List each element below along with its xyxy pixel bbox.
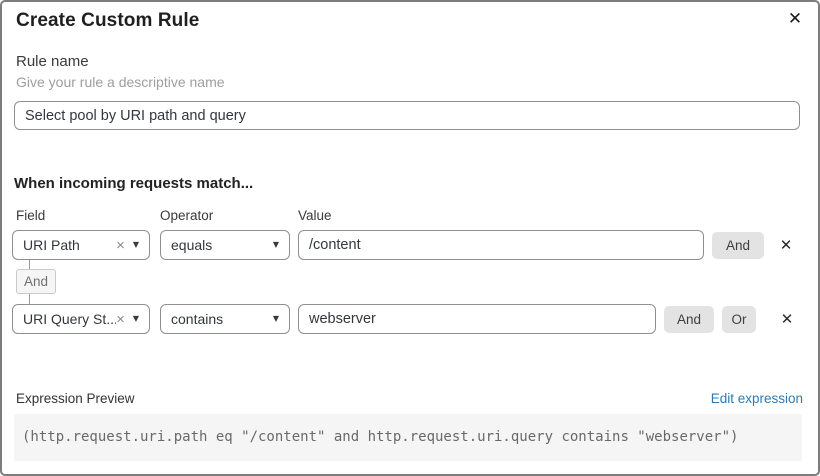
operator-dropdown-value: contains (171, 311, 224, 327)
rule-name-label: Rule name (16, 53, 89, 70)
operator-column-label: Operator (160, 208, 214, 223)
field-column-label: Field (16, 208, 46, 223)
chevron-down-icon: ▼ (272, 314, 279, 323)
operator-dropdown-row2[interactable]: contains ▼ (160, 304, 290, 334)
rule-name-input[interactable] (14, 101, 800, 130)
and-button-row2[interactable]: And (664, 306, 714, 333)
expression-preview-box (14, 414, 802, 461)
connector-line-bottom (29, 294, 30, 304)
match-section-heading: When incoming requests match... (14, 175, 254, 192)
rule-name-helper: Give your rule a descriptive name (16, 74, 225, 90)
field-dropdown-value: URI Query St... (23, 311, 117, 327)
operator-dropdown-row1[interactable]: equals ▼ (160, 230, 290, 260)
close-icon[interactable]: ✕ (782, 6, 808, 32)
field-dropdown-row2[interactable]: URI Query St... × ▼ (12, 304, 150, 334)
value-column-label: Value (298, 208, 332, 223)
and-connector-badge: And (16, 269, 56, 294)
connector-line-top (29, 260, 30, 269)
remove-condition-icon-row1[interactable]: ✕ (776, 235, 796, 255)
and-button-row1[interactable]: And (712, 232, 764, 259)
field-dropdown-value: URI Path (23, 237, 80, 253)
chevron-down-icon: ▼ (132, 314, 139, 323)
remove-condition-icon-row2[interactable]: ✕ (777, 309, 797, 329)
chevron-down-icon: ▼ (272, 240, 279, 249)
operator-dropdown-value: equals (171, 237, 213, 253)
expression-preview-label: Expression Preview (16, 391, 135, 406)
clear-icon[interactable]: × (116, 236, 125, 254)
value-input-row1[interactable] (298, 230, 704, 260)
or-button-row2[interactable]: Or (722, 306, 756, 333)
edit-expression-link[interactable]: Edit expression (710, 391, 803, 406)
value-input-row2[interactable] (298, 304, 656, 334)
chevron-down-icon: ▼ (132, 240, 139, 249)
field-dropdown-row1[interactable]: URI Path × ▼ (12, 230, 150, 260)
expression-preview-text: (http.request.uri.path eq "/content" and… (22, 429, 739, 445)
clear-icon[interactable]: × (116, 310, 125, 328)
page-title: Create Custom Rule (16, 10, 200, 31)
